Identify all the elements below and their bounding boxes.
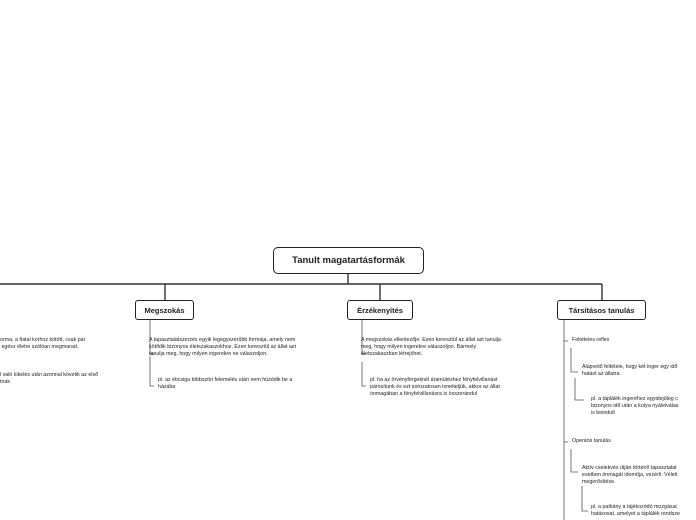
branch-erzekenyites[interactable]: Érzékenyítés [347, 300, 413, 320]
left-note-1: orma, a fiatal korhoz kötött, csak pár e… [0, 337, 86, 351]
megszokas-note-1: A tapasztalatszerzés egyik legegyszerűbb… [149, 337, 296, 358]
branch-megszokas[interactable]: Megszokás [135, 300, 194, 320]
operans-tanulas-note-2: pl. a patkány a tájékozódó mozgásai hatá… [591, 504, 680, 518]
megszokas-note-2: pl. az éticsiga többszöri felemelés után… [158, 377, 293, 391]
operans-tanulas-note-1: Aktív cselekvés útján történő tapasztala… [582, 465, 678, 486]
root-node[interactable]: Tanult magatartásformák [273, 247, 424, 274]
left-note-2: l való kikelés után azonnal követik az e… [0, 372, 99, 386]
feltetels-reflex-note-2: pl. a táplálék ingeréhez egyidejűleg c b… [591, 396, 679, 417]
sub-operans-tanulas[interactable]: Operáns tanulás [572, 438, 611, 444]
branch-label: Érzékenyítés [357, 305, 403, 315]
root-title: Tanult magatartásformák [292, 255, 405, 266]
sub-feltetels-reflex[interactable]: Feltételes reflex [572, 337, 610, 343]
erzekenyites-note-2: pl. ha az örvényférgeknél áramütéshez fé… [370, 377, 500, 398]
branch-tarsitasos-tanulas[interactable]: Társításos tanulás [557, 300, 646, 320]
feltetels-reflex-note-1: Alapvető feltétele, hogy két inger egy i… [582, 364, 678, 378]
branch-label: Társításos tanulás [568, 305, 635, 315]
branch-label: Megszokás [144, 305, 185, 315]
erzekenyites-note-1: A megszokás ellentezője. Ezen keresztül … [361, 337, 501, 358]
